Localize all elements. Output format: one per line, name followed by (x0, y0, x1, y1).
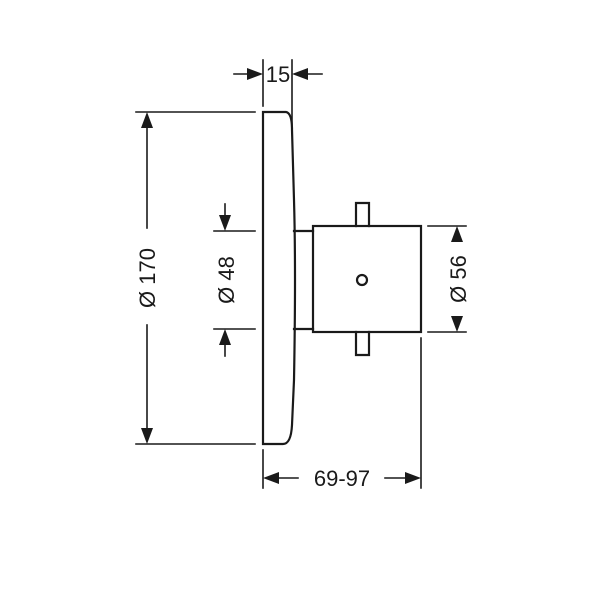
dim-label-top-width: 15 (266, 62, 290, 87)
cover-plate-outline (261, 110, 297, 446)
arrow-handle-top (451, 226, 463, 242)
dim-label-depth-range: 69-97 (314, 466, 370, 491)
dim-label-outer-diameter: Ø 170 (135, 248, 160, 308)
handle-pin-bottom (354, 330, 371, 357)
arrow-top-left (247, 68, 263, 80)
arrow-depth-right (405, 472, 421, 484)
arrow-top-right (292, 68, 308, 80)
arrow-inner-top (219, 215, 231, 231)
arrow-inner-bottom (219, 329, 231, 345)
dim-label-handle-diameter: Ø 56 (446, 255, 471, 303)
arrow-handle-bottom (451, 316, 463, 332)
arrow-outer-top (141, 112, 153, 128)
stem-outline (292, 229, 315, 331)
handle-body (311, 224, 423, 334)
arrow-outer-bottom (141, 428, 153, 444)
arrow-depth-left (263, 472, 279, 484)
dim-label-inner-diameter: Ø 48 (214, 256, 239, 304)
center-marker (355, 273, 369, 287)
handle-pin-top (354, 201, 371, 228)
